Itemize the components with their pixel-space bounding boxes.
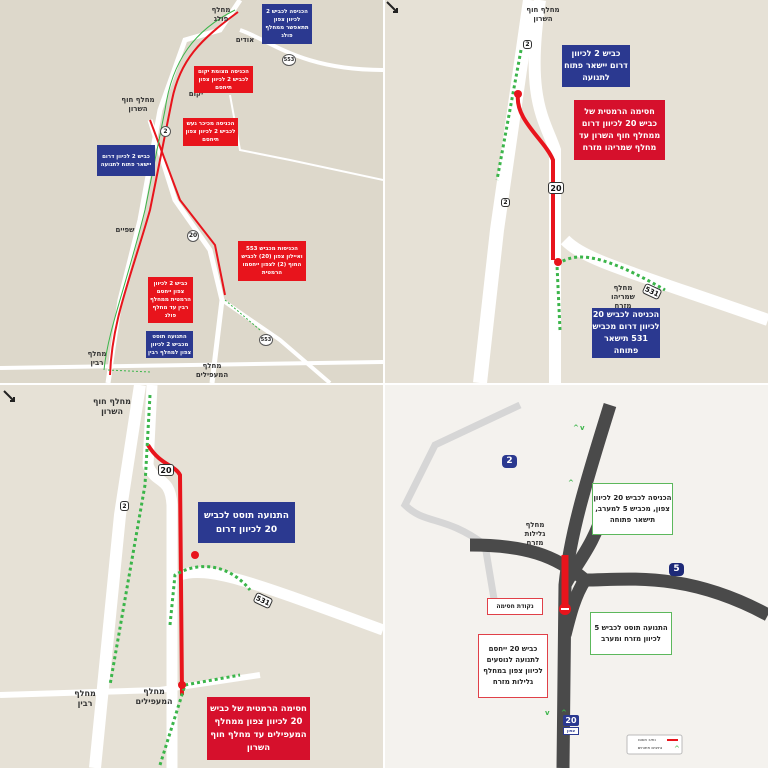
route-shield-2: 2 xyxy=(523,40,532,49)
label-hof-hasharon: מחלף חוף השרון xyxy=(121,96,155,113)
callout-553-block: הכניסות מכביש 553 ואיילון צפון (20) לכבי… xyxy=(238,241,306,281)
route-shield-20: 20 xyxy=(187,230,199,242)
svg-text:^: ^ xyxy=(568,479,574,487)
callout-yakum-block: הכניסה מצומת יקום לכביש 2 לכיוון צפון תי… xyxy=(194,66,253,93)
route-shield-553: 553 xyxy=(282,54,296,66)
route-shield-direction: צפון xyxy=(563,727,579,735)
north-arrow-icon xyxy=(386,1,398,13)
road-network-1 xyxy=(0,0,383,383)
callout-south-open: כביש 2 לכיוון דרום יישאר פתוח לתנועה xyxy=(562,45,630,87)
route-shield-20: 20 xyxy=(548,182,564,194)
road-network-4: ^^^vv ^ xyxy=(400,401,768,768)
route-shield-20: 20 xyxy=(158,464,174,476)
label-hamaapilim: מחלף המעפילים xyxy=(135,687,173,706)
callout-south-open: כביש 2 לכיוון דרום יישאר פתוח לתנועה xyxy=(97,145,155,176)
label-glilot: מחלף גלילות מזרח xyxy=(524,521,546,547)
callout-diverted: התנועה תוסט לכביש 20 לכיוון דרום xyxy=(198,502,295,543)
callout-20-closed: חסימה הרמטית של כביש 20 לכיוון דרום ממחל… xyxy=(574,100,665,160)
road-network-3 xyxy=(0,385,383,768)
legend-closed: נתיב חסום xyxy=(638,737,656,742)
callout-polag-entry: הכניסה לכביש 2 לכיוון צפון תתאפשר ממחלף … xyxy=(262,4,312,44)
svg-text:v: v xyxy=(580,424,585,432)
label-polag: מחלף פולג xyxy=(211,6,231,23)
label-hamaapilim: מחלף המעפילים xyxy=(195,362,229,379)
label-hof-hasharon: מחלף חוף השרון xyxy=(93,397,131,416)
label-shmaryahu: מחלף שמריהו מזרח xyxy=(611,284,635,310)
callout-gaash-block: הכניסה מכיכר געש לכביש 2 לכיוון צפון תיח… xyxy=(183,118,238,146)
legend-open: נתיבים פתוחים xyxy=(637,745,663,750)
svg-text:^: ^ xyxy=(561,709,567,717)
callout-531-open: הכניסה לכביש 20 לכיוון דרום מכביש 531 תי… xyxy=(592,308,660,358)
label-odim: אודים xyxy=(235,36,255,44)
callout-20-closed: כביש 20 ייחסם לתנועה לנוסעים לכיוון צפון… xyxy=(478,634,548,698)
road-network-2 xyxy=(386,0,768,383)
route-shield-2: 2 xyxy=(501,198,510,207)
label-rabin: מחלף רבין xyxy=(87,350,107,367)
label-rabin: מחלף רבין xyxy=(74,689,96,708)
label-hof-hasharon: מחלף חוף השרון xyxy=(526,6,560,23)
callout-diverted: התנועה תוסט לכביש 5 לכיוון מזרח ומערב xyxy=(590,612,672,655)
map-panel-1: מחלף פולג אודים יקום מחלף חוף השרון שפיי… xyxy=(0,0,383,383)
route-shield-2: 2 xyxy=(160,126,171,137)
callout-north-closed: כביש 2 לכיוון צפון ייחסם הרמטית ממחלף רב… xyxy=(148,277,193,323)
callout-block-point: נקודת חסימה xyxy=(487,598,543,615)
svg-text:v: v xyxy=(545,709,550,717)
route-shield-553: 553 xyxy=(259,334,273,346)
label-shefayim: שפיים xyxy=(115,226,135,234)
route-shield-20: 20 xyxy=(563,715,579,726)
callout-5-open: הכניסה לכביש 20 לכיוון צפון, מכביש 5 למע… xyxy=(592,483,673,535)
route-shield-5: 5 xyxy=(669,563,684,576)
label-yakum: יקום xyxy=(188,90,204,98)
svg-text:^: ^ xyxy=(573,424,579,432)
map-panel-3: מחלף חוף השרון מחלף רבין מחלף המעפילים 2… xyxy=(0,385,383,768)
north-arrow-icon xyxy=(3,390,15,402)
route-shield-2: 2 xyxy=(120,501,129,511)
route-shield-2: 2 xyxy=(502,455,517,468)
map-panel-2: מחלף חוף השרון מחלף שמריהו מזרח 2 20 2 5… xyxy=(385,0,768,383)
callout-20-closed: חסימה הרמטית של כביש 20 לכיוון צפון ממחל… xyxy=(207,697,310,760)
callout-diverted: התנועה תוסט מכביש 2 לכיוון צפון למחלף רב… xyxy=(146,331,193,358)
open-lane-icon: ^ xyxy=(674,745,680,753)
